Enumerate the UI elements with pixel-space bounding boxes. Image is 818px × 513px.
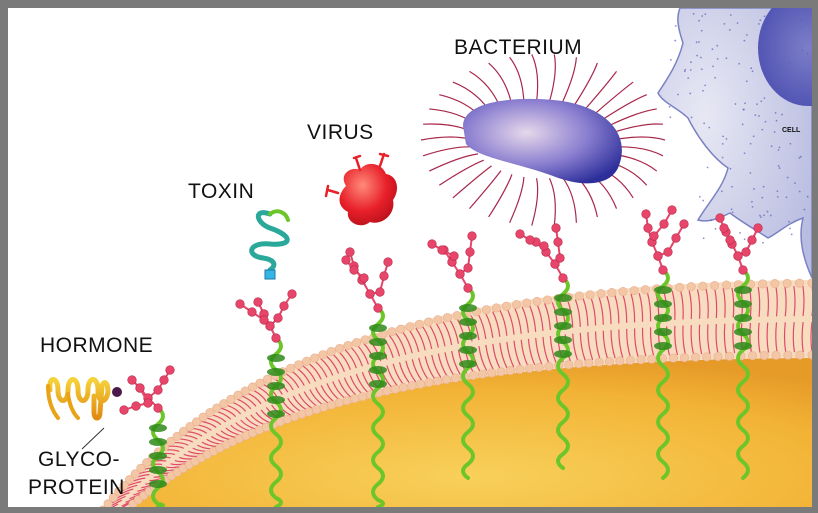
bacterium [421,54,665,225]
toxin-label: TOXIN [188,180,254,204]
protein-label: PROTEIN [28,476,125,500]
neighbor-cell [658,8,812,278]
cell-label: CELL [782,127,800,134]
glyco-label: GLYCO- [38,448,120,472]
bacterium-label: BACTERIUM [454,36,582,60]
hormone [48,380,122,419]
virus-label: VIRUS [307,121,374,145]
hormone-label: HORMONE [40,334,153,358]
toxin [252,211,288,279]
glycoprotein-leader [82,428,104,449]
membrane-illustration [8,8,812,507]
virus [326,154,397,225]
